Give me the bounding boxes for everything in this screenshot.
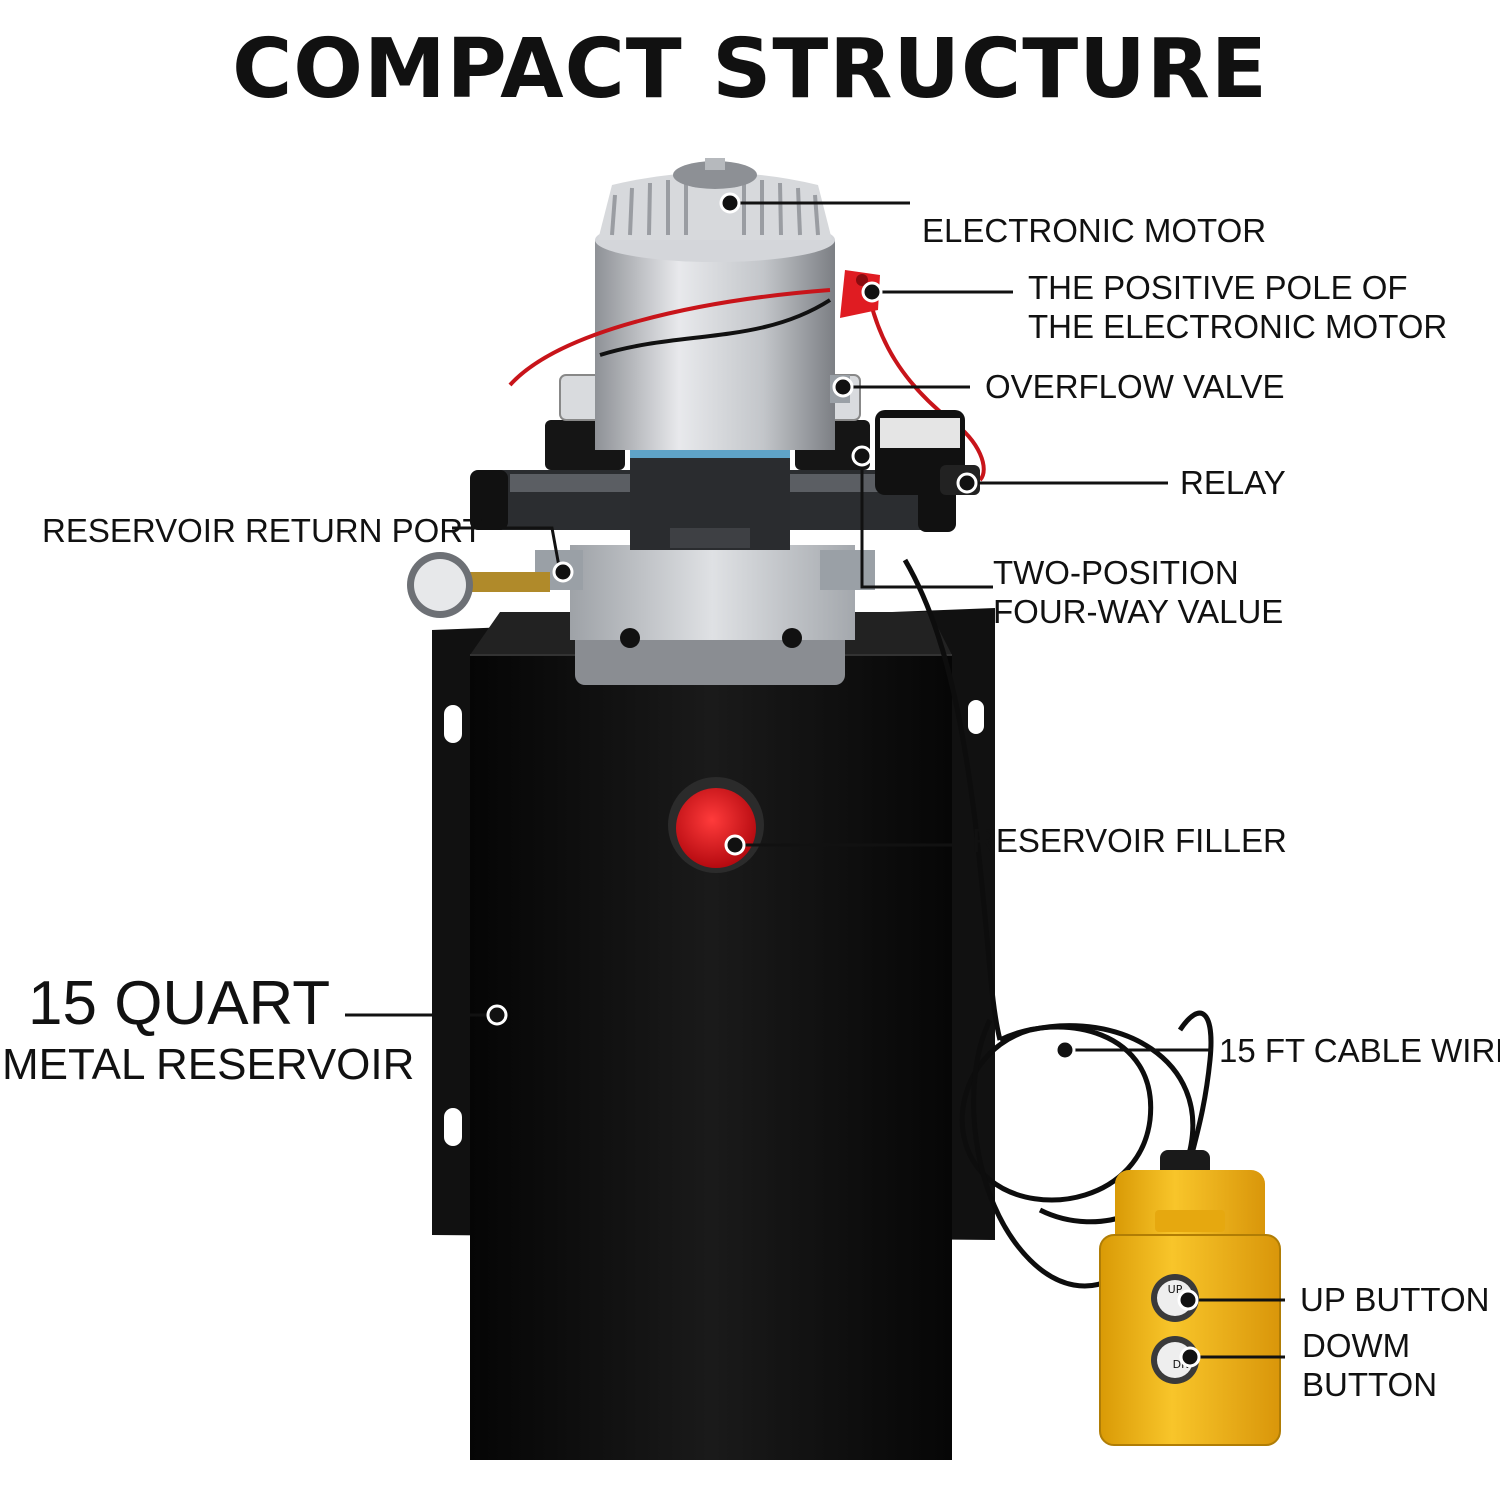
label-positive-pole-line2: THE ELECTRONIC MOTOR xyxy=(1028,308,1448,345)
label-electronic-motor: ELECTRONIC MOTOR xyxy=(922,212,1267,249)
label-down-line2: BUTTON xyxy=(1302,1366,1438,1403)
label-down-line1: DOWM xyxy=(1302,1327,1411,1364)
label-reservoir-filler: RESERVOIR FILLER xyxy=(972,822,1287,859)
valve-block xyxy=(535,545,875,685)
cable-wire xyxy=(902,558,1214,1289)
leader-dots xyxy=(486,192,1201,1368)
label-up-button: UP BUTTON xyxy=(1300,1281,1490,1318)
reservoir-filler-cap xyxy=(668,777,764,873)
label-reservoir-return-port: RESERVOIR RETURN PORT xyxy=(42,512,483,549)
pressure-gauge xyxy=(407,552,550,618)
label-two-position-line2: FOUR-WAY VALUE xyxy=(993,593,1284,630)
page-title: COMPACT STRUCTURE xyxy=(232,22,1268,117)
remote-control: UP DN xyxy=(1099,1150,1281,1446)
electronic-motor xyxy=(595,158,835,450)
label-positive-pole-line1: THE POSITIVE POLE OF xyxy=(1028,269,1408,306)
label-two-position-line1: TWO-POSITION xyxy=(993,554,1239,591)
label-relay: RELAY xyxy=(1180,464,1286,501)
relay xyxy=(875,410,980,495)
label-metal-reservoir: METAL RESERVOIR xyxy=(2,1040,415,1089)
label-cable-wire: 15 FT CABLE WIRE xyxy=(1219,1032,1500,1069)
leader-lines xyxy=(345,201,1285,1359)
label-15-quart: 15 QUART xyxy=(28,969,331,1038)
up-button-mark: UP xyxy=(1168,1283,1183,1296)
label-overflow-valve: OVERFLOW VALVE xyxy=(985,368,1285,405)
metal-reservoir xyxy=(470,612,952,1460)
